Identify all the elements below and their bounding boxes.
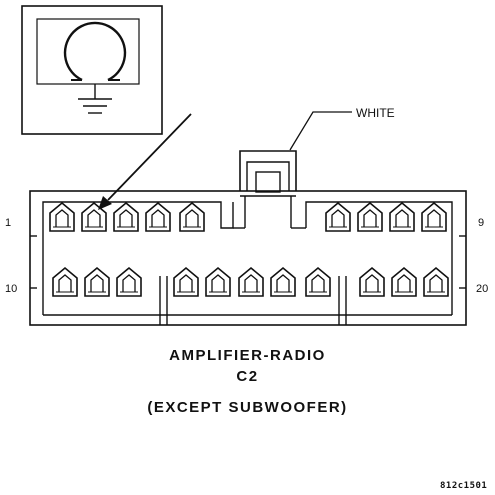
terminal-cavity [81, 201, 107, 232]
terminal-cavity [325, 201, 351, 232]
caption-connector-id: C2 [236, 368, 259, 385]
connector-body [29, 150, 467, 326]
pin-label-9: 9 [478, 217, 484, 229]
terminal-cavity [145, 201, 171, 232]
pin-label-20: 20 [476, 283, 488, 295]
caption-note: (EXCEPT SUBWOOFER) [147, 399, 348, 416]
terminal-cavity [357, 201, 383, 232]
pin-label-10: 10 [5, 283, 17, 295]
terminal-cavity [113, 201, 139, 232]
terminal-cavity [173, 266, 199, 297]
caption-component: AMPLIFIER-RADIO [169, 347, 326, 364]
terminal-cavity [389, 201, 415, 232]
terminal-cavity [116, 266, 142, 297]
terminal-cavities [49, 201, 449, 297]
terminal-cavity [421, 201, 447, 232]
terminal-cavity [305, 266, 331, 297]
terminal-cavity [391, 266, 417, 297]
pin-pointer-arrow [98, 113, 192, 210]
terminal-cavity [359, 266, 385, 297]
terminal-cavity [205, 266, 231, 297]
pin-label-1: 1 [5, 217, 11, 229]
terminal-cavity [49, 201, 75, 232]
white-wire-label: WHITE [356, 106, 395, 120]
terminal-cavity [84, 266, 110, 297]
terminal-cavity [238, 266, 264, 297]
terminal-cavity [52, 266, 78, 297]
ground-symbol-inset [21, 5, 163, 135]
white-wire-leader [289, 111, 352, 151]
terminal-cavity [423, 266, 449, 297]
terminal-cavity [270, 266, 296, 297]
figure-code: 812c1501 [440, 481, 488, 491]
terminal-cavity [179, 201, 205, 232]
